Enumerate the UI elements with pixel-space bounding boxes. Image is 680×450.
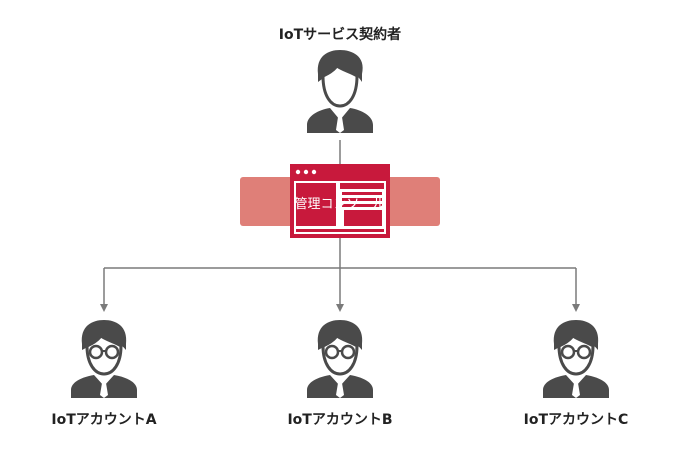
arrowheads (100, 304, 580, 312)
arrowhead-b (336, 304, 344, 312)
arrowhead-a (100, 304, 108, 312)
console-window-icon (290, 164, 390, 238)
console-label: 管理コンソール (294, 197, 386, 212)
account-a-person-icon (71, 320, 137, 398)
account-b-person-icon (307, 320, 373, 398)
connectors (103, 140, 577, 305)
account-c-label: IoTアカウントC (523, 412, 629, 428)
arrowhead-c (572, 304, 580, 312)
account-c-person-icon (543, 320, 609, 398)
contractor-label: IoTサービス契約者 (278, 27, 402, 43)
account-b-label: IoTアカウントB (287, 412, 393, 428)
account-a-label: IoTアカウントA (51, 412, 157, 428)
contractor-person-icon (307, 50, 373, 133)
